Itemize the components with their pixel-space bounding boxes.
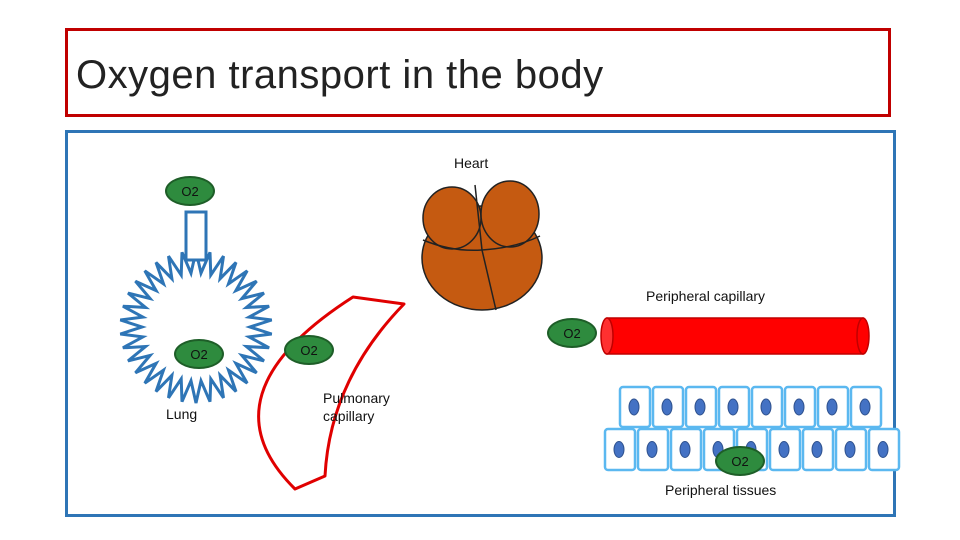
cell-nucleus — [844, 441, 856, 458]
cell-nucleus — [826, 398, 838, 416]
peripheral-capillary-tube — [600, 317, 870, 355]
cell-nucleus — [646, 441, 658, 458]
heart-shape — [421, 180, 543, 311]
cell-nucleus — [694, 398, 706, 416]
title-box: Oxygen transport in the body — [65, 28, 891, 117]
oxygen-molecule-inhaled: O2 — [165, 176, 215, 206]
peripheral-capillary-label: Peripheral capillary — [646, 288, 766, 304]
cell-nucleus — [661, 398, 673, 416]
cell-nucleus — [811, 441, 823, 458]
heart-label: Heart — [454, 155, 489, 171]
cell-nucleus — [679, 441, 691, 458]
pulmonary-capillary-label-line2: capillary — [323, 408, 375, 424]
oxygen-molecule-lung: O2 — [174, 339, 224, 369]
oxygen-molecule-tissue: O2 — [715, 446, 765, 476]
lung-airway — [184, 210, 208, 262]
cell-nucleus — [877, 441, 889, 458]
lung-label: Lung — [166, 406, 198, 422]
cell-nucleus — [778, 441, 790, 458]
diagram-frame — [65, 130, 896, 517]
cell-nucleus — [628, 398, 640, 416]
lung-alveolus — [119, 250, 273, 404]
pulmonary-capillary-label-line1: Pulmonary — [323, 390, 390, 406]
cell-nucleus — [859, 398, 871, 416]
page-title: Oxygen transport in the body — [76, 53, 604, 97]
cell-nucleus — [760, 398, 772, 416]
peripheral-tissues-label: Peripheral tissues — [665, 482, 777, 498]
oxygen-molecule-pulmonary: O2 — [284, 335, 334, 365]
oxygen-molecule-capillary: O2 — [547, 318, 597, 348]
cell-nucleus — [727, 398, 739, 416]
cell-nucleus — [793, 398, 805, 416]
cell-nucleus — [613, 441, 625, 458]
